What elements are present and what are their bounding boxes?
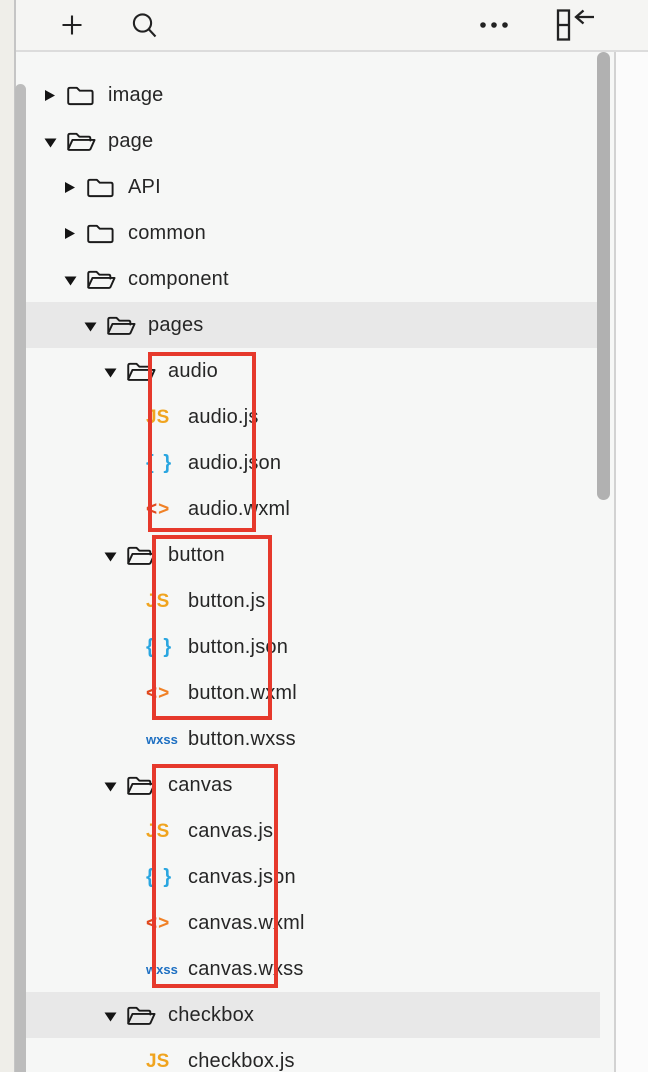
tree-item-label: canvas.wxml — [188, 911, 305, 934]
folder-open-icon — [126, 359, 158, 383]
tree-file-button.js[interactable]: JS button.js — [16, 578, 600, 624]
chevron-expanded-icon[interactable] — [82, 319, 106, 332]
tree-item-label: canvas.js — [188, 819, 274, 842]
tree-item-label: button.wxml — [188, 681, 297, 704]
tree-folder-audio[interactable]: audio — [16, 348, 600, 394]
tree-item-label: audio.json — [188, 451, 282, 474]
chevron-expanded-icon[interactable] — [102, 779, 126, 792]
chevron-expanded-icon[interactable] — [42, 135, 66, 148]
tree-file-audio.wxml[interactable]: <> audio.wxml — [16, 486, 600, 532]
chevron-expanded-icon[interactable] — [102, 549, 126, 562]
tree-item-label: checkbox.js — [188, 1049, 295, 1072]
wxml-file-icon: <> — [146, 684, 178, 703]
tree-item-label: canvas — [168, 773, 233, 796]
chevron-expanded-icon[interactable] — [102, 365, 126, 378]
editor-panel-edge — [614, 52, 648, 1072]
wxml-open-bracket: < — [146, 498, 159, 520]
tree-item-label: audio.wxml — [188, 497, 291, 520]
search-icon — [131, 12, 158, 39]
tree-folder-component[interactable]: component — [16, 256, 600, 302]
tree-item-label: common — [128, 221, 206, 244]
wxss-file-icon: wxss — [146, 731, 178, 747]
tree-file-button.wxml[interactable]: <> button.wxml — [16, 670, 600, 716]
wxml-close-bracket: > — [158, 498, 171, 520]
tree-item-label: canvas.json — [188, 865, 296, 888]
json-file-icon: { } — [146, 866, 174, 888]
collapse-sidebar-button[interactable] — [550, 0, 602, 50]
chevron-collapsed-icon[interactable] — [62, 181, 86, 194]
tree-file-audio.json[interactable]: { } audio.json — [16, 440, 600, 486]
tree-file-canvas.wxml[interactable]: <> canvas.wxml — [16, 900, 600, 946]
explorer-toolbar — [16, 0, 648, 52]
json-file-icon: { } — [146, 636, 174, 658]
tree-scrollbar-thumb[interactable] — [597, 52, 610, 500]
tree-item-label: button.js — [188, 589, 266, 612]
tree-item-label: image — [108, 83, 164, 106]
tree-folder-API[interactable]: API — [16, 164, 600, 210]
wxml-file-icon: <> — [146, 914, 178, 933]
tree-item-label: API — [128, 175, 161, 198]
tree-folder-page[interactable]: page — [16, 118, 600, 164]
tree-file-checkbox.js[interactable]: JS checkbox.js — [16, 1038, 600, 1072]
tree-item-label: button.wxss — [188, 727, 296, 750]
left-panel-edge — [0, 0, 14, 1072]
chevron-collapsed-icon[interactable] — [62, 227, 86, 240]
js-file-icon: JS — [146, 1050, 170, 1072]
collapse-panel-icon — [555, 7, 597, 43]
chevron-expanded-icon[interactable] — [102, 1009, 126, 1022]
folder-open-icon — [66, 129, 98, 153]
tree-file-audio.js[interactable]: JS audio.js — [16, 394, 600, 440]
tree-item-label: audio.js — [188, 405, 259, 428]
js-file-icon: JS — [146, 820, 170, 842]
folder-closed-icon — [86, 175, 118, 199]
folder-open-icon — [126, 773, 158, 797]
tree-folder-common[interactable]: common — [16, 210, 600, 256]
tree-folder-canvas[interactable]: canvas — [16, 762, 600, 808]
folder-open-icon — [126, 1003, 158, 1027]
tree-item-label: canvas.wxss — [188, 957, 304, 980]
ellipsis-icon — [479, 20, 509, 30]
tree-file-button.wxss[interactable]: wxss button.wxss — [16, 716, 600, 762]
tree-file-button.json[interactable]: { } button.json — [16, 624, 600, 670]
chevron-collapsed-icon[interactable] — [42, 89, 66, 102]
wxml-close-bracket: > — [158, 682, 171, 704]
add-file-button[interactable] — [52, 0, 92, 50]
tree-file-canvas.json[interactable]: { } canvas.json — [16, 854, 600, 900]
tree-folder-checkbox[interactable]: checkbox — [16, 992, 600, 1038]
tree-folder-image[interactable]: image — [16, 72, 600, 118]
wxml-open-bracket: < — [146, 682, 159, 704]
folder-open-icon — [86, 267, 118, 291]
tree-item-label: button — [168, 543, 225, 566]
json-file-icon: { } — [146, 452, 174, 474]
chevron-expanded-icon[interactable] — [62, 273, 86, 286]
tree-file-canvas.js[interactable]: JS canvas.js — [16, 808, 600, 854]
tree-item-label: pages — [148, 313, 204, 336]
tree-folder-button[interactable]: button — [16, 532, 600, 578]
folder-closed-icon — [86, 221, 118, 245]
tree-file-canvas.wxss[interactable]: wxss canvas.wxss — [16, 946, 600, 992]
search-button[interactable] — [124, 0, 164, 50]
wxml-file-icon: <> — [146, 500, 178, 519]
folder-closed-icon — [66, 83, 98, 107]
left-scrollbar-thumb[interactable] — [15, 84, 26, 1072]
more-options-button[interactable] — [474, 0, 514, 50]
folder-open-icon — [106, 313, 138, 337]
tree-item-label: checkbox — [168, 1003, 255, 1026]
tree-item-label: button.json — [188, 635, 289, 658]
plus-icon — [60, 13, 84, 37]
wxss-file-icon: wxss — [146, 961, 178, 977]
wxml-open-bracket: < — [146, 912, 159, 934]
tree-item-label: component — [128, 267, 229, 290]
js-file-icon: JS — [146, 406, 170, 428]
tree-folder-pages[interactable]: pages — [16, 302, 600, 348]
tree-item-label: page — [108, 129, 154, 152]
folder-open-icon — [126, 543, 158, 567]
wxml-close-bracket: > — [158, 912, 171, 934]
tree-item-label: audio — [168, 359, 218, 382]
js-file-icon: JS — [146, 590, 170, 612]
